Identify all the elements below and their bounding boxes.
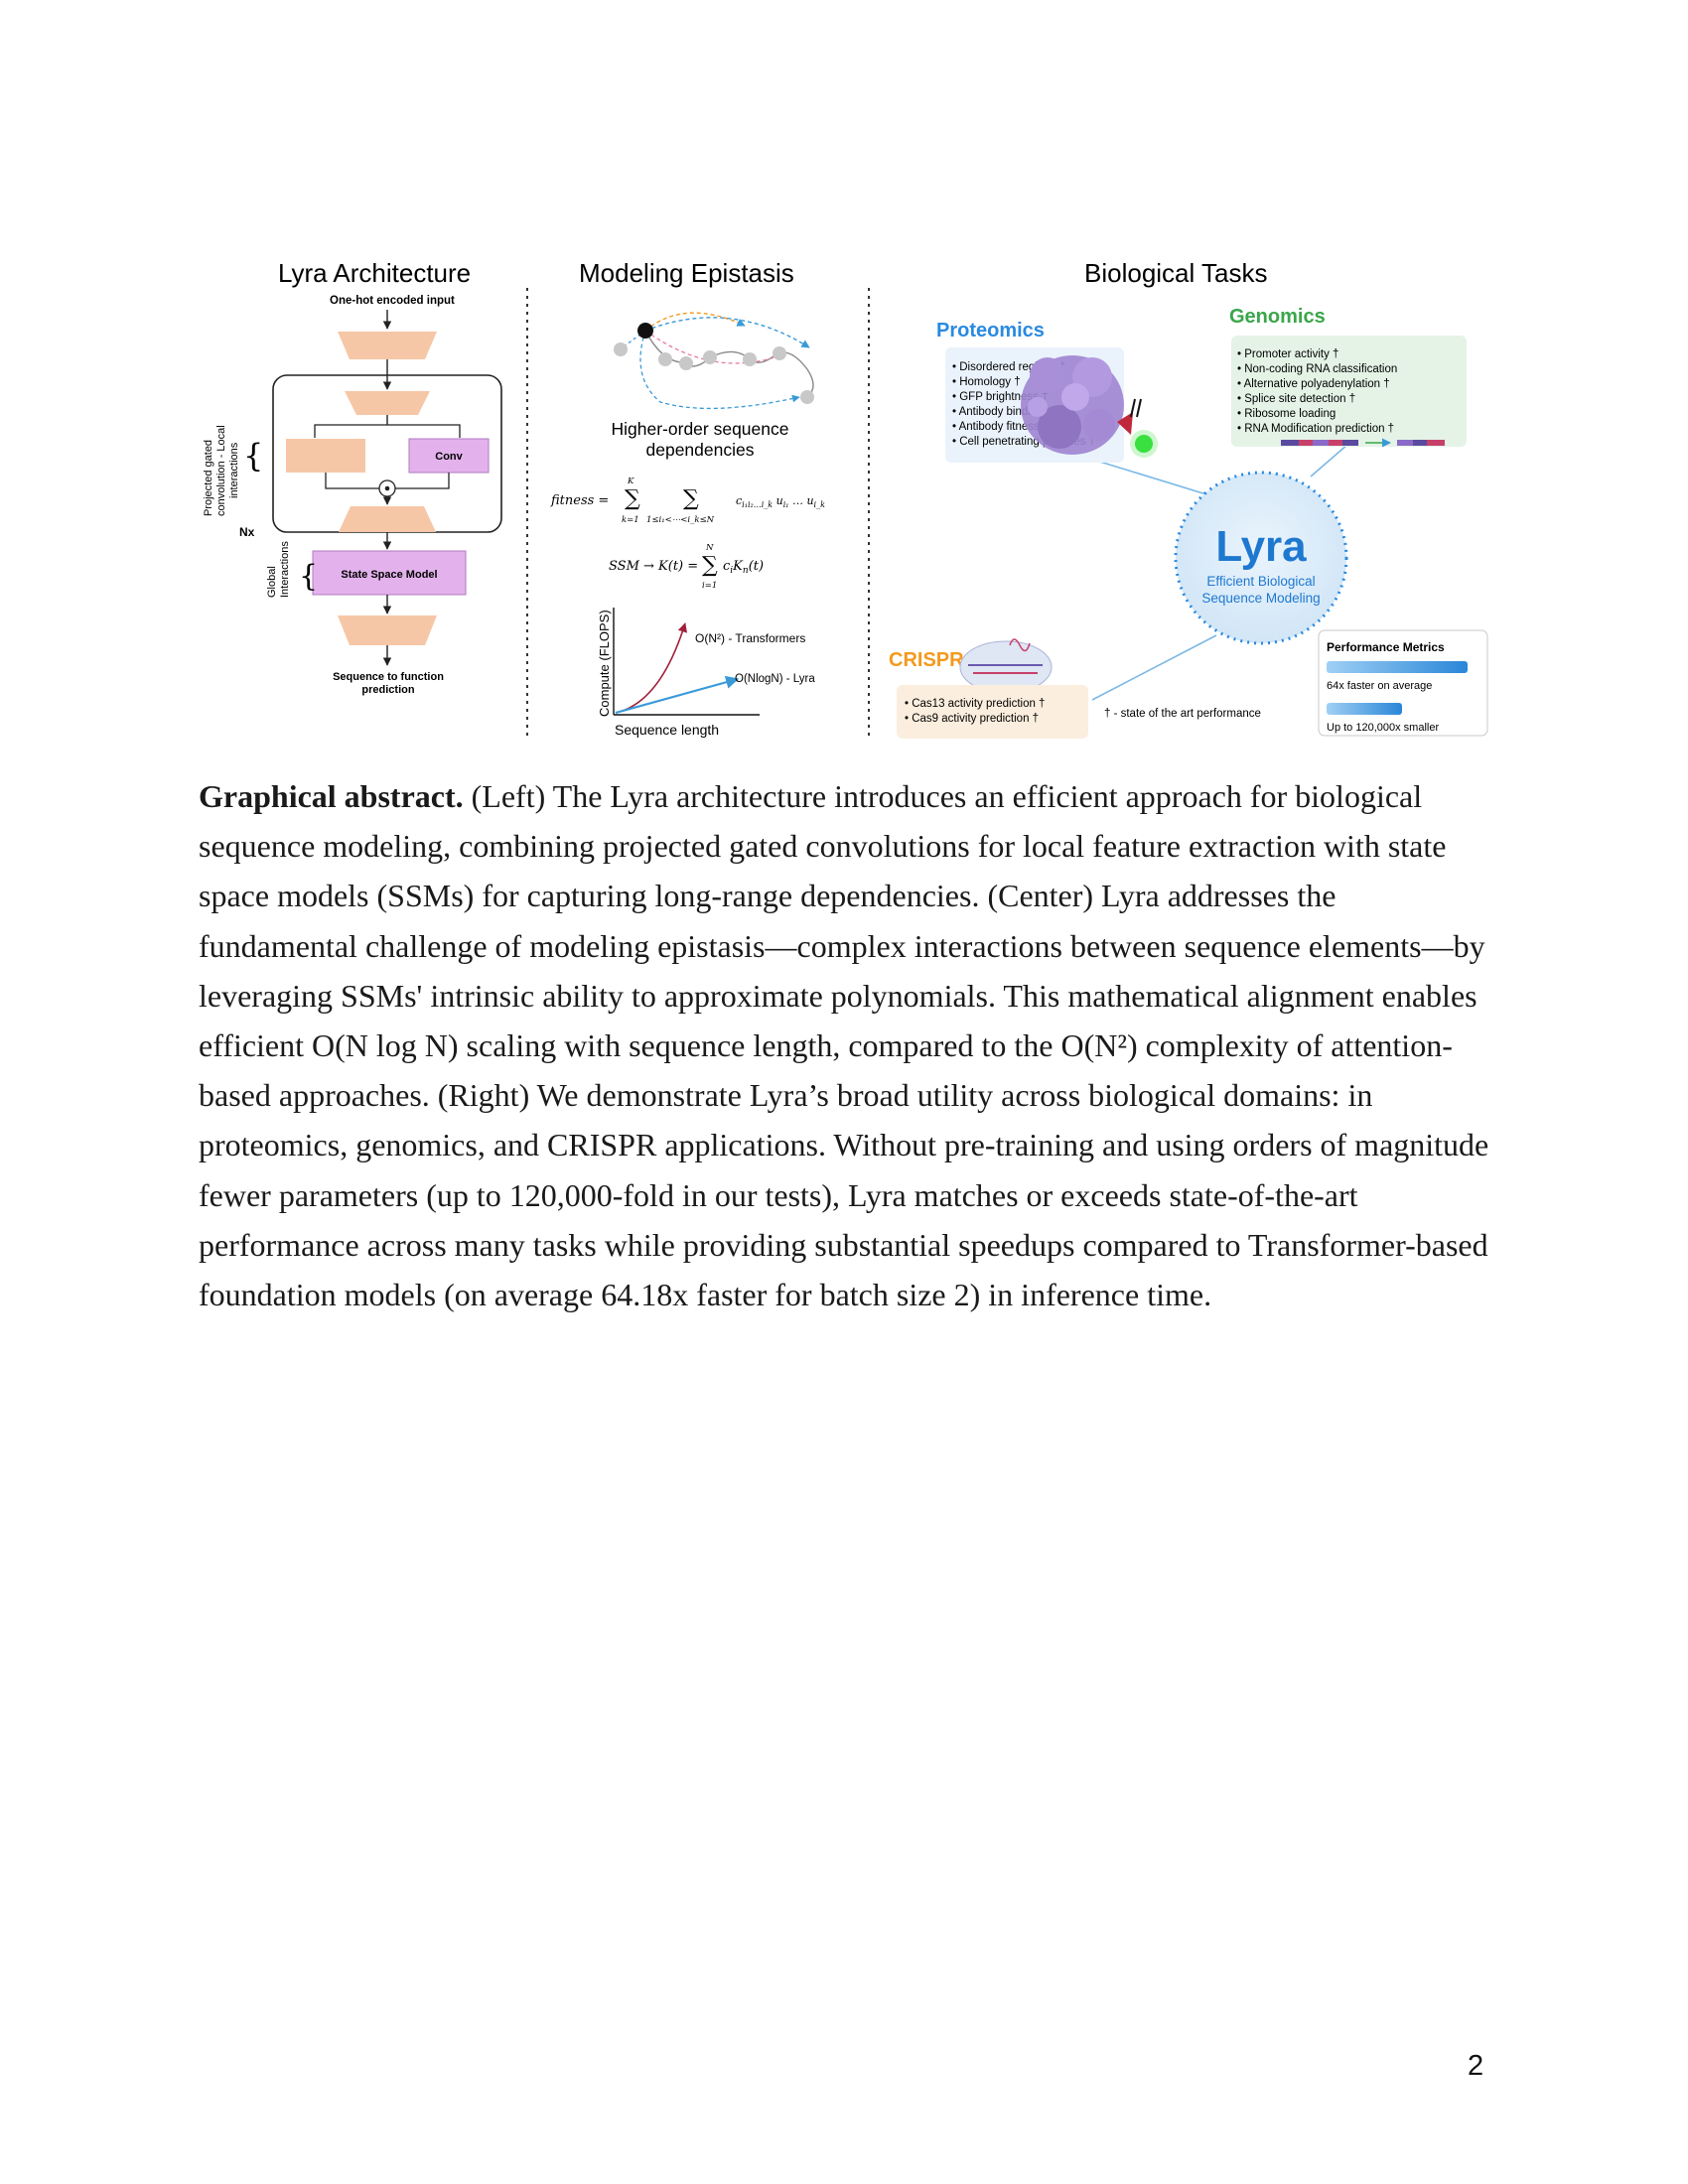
pgc-brace: {: [243, 437, 263, 475]
projection-block: [345, 391, 430, 415]
tasks-panel: Biological Tasks Proteomics • Disordered…: [889, 258, 1488, 739]
genomics-box: [1231, 336, 1467, 447]
crispr-box: [897, 685, 1088, 739]
complexity-plot: O(N²) - Transformers O(NlogN) - Lyra Seq…: [597, 608, 815, 738]
head-block: [338, 615, 437, 645]
global-brace: {: [299, 559, 318, 594]
hos-label-line2: dependencies: [646, 440, 755, 460]
architecture-panel: Lyra Architecture One-hot encoded input …: [203, 258, 502, 696]
output-label-line2: prediction: [361, 684, 414, 696]
size-metric-label: Up to 120,000x smaller: [1327, 722, 1439, 734]
pgc-side-label: Projected gated convolution - Local inte…: [203, 425, 240, 516]
svg-text:K: K: [627, 477, 634, 486]
lyra-curve-label: O(NlogN) - Lyra: [735, 673, 815, 685]
conv-block: [408, 438, 490, 474]
crispr-complex-image: [959, 638, 1053, 694]
proteomics-heading: Proteomics: [936, 320, 1045, 341]
sequence-graph: [614, 312, 814, 410]
lyra-subtitle-line2: Sequence Modeling: [1201, 591, 1320, 606]
genomics-list: • Promoter activity † • Non-coding RNA c…: [1237, 348, 1400, 435]
fitness-equation: fitness = ∑ K k=1 ∑ 1≤i₁<⋯<i_k≤N ci₁i₂…i…: [550, 477, 825, 525]
svg-text:convolution - Local: convolution - Local: [215, 425, 227, 516]
svg-text:ci₁i₂…i_k ui₁ … ui_k: ci₁i₂…i_k ui₁ … ui_k: [736, 494, 825, 509]
output-projection-block: [339, 506, 436, 532]
rna-sequence-image: [1281, 438, 1445, 448]
input-projection-block: [338, 332, 437, 359]
svg-text:Interactions: Interactions: [279, 541, 291, 598]
svg-text:∑: ∑: [702, 553, 718, 578]
graphical-abstract-svg: Lyra Architecture One-hot encoded input …: [203, 258, 1488, 740]
hos-label-line1: Higher-order sequence: [612, 419, 789, 439]
crispr-list: • Cas13 activity prediction † • Cas9 act…: [905, 698, 1049, 725]
global-side-label: Global Interactions: [266, 541, 291, 598]
tasks-title: Biological Tasks: [1084, 258, 1268, 288]
ssm-block: [312, 550, 467, 596]
figure-caption: Graphical abstract. (Left) The Lyra arch…: [199, 771, 1499, 1319]
svg-text:SSM → K(t) =: SSM → K(t) =: [609, 559, 698, 574]
conv-label: Conv: [435, 451, 463, 463]
speed-metric-label: 64x faster on average: [1327, 680, 1432, 692]
lyra-curve: [615, 675, 740, 715]
transformer-curve: [615, 622, 688, 714]
svg-text:interactions: interactions: [228, 442, 240, 498]
svg-text:fitness =: fitness =: [550, 493, 609, 508]
output-label-line1: Sequence to function: [333, 671, 444, 683]
gate-branch-block: [286, 439, 365, 473]
ssm-label: State Space Model: [341, 569, 437, 581]
lyra-name: Lyra: [1215, 522, 1307, 571]
epistasis-title: Modeling Epistasis: [579, 258, 794, 288]
svg-text:Global: Global: [266, 566, 278, 598]
epistasis-panel: Modeling Epistasis Higher-order sequence…: [550, 258, 825, 738]
plot-x-label: Sequence length: [615, 722, 719, 738]
svg-text:Projected gated: Projected gated: [203, 440, 214, 516]
svg-text:N: N: [705, 543, 714, 553]
architecture-title: Lyra Architecture: [278, 258, 471, 288]
svg-text:ciKn(t): ciKn(t): [723, 559, 764, 576]
svg-text:∑: ∑: [683, 486, 699, 511]
transformer-curve-label: O(N²) - Transformers: [695, 631, 805, 645]
size-bar: [1327, 703, 1402, 715]
svg-text:i=1: i=1: [702, 581, 717, 591]
svg-text:k=1: k=1: [622, 515, 639, 525]
svg-text:1≤i₁<⋯<i_k≤N: 1≤i₁<⋯<i_k≤N: [646, 515, 715, 525]
ssm-equation: SSM → K(t) = ∑ N i=1 ciKn(t): [609, 543, 764, 591]
protein-structure-image: [1021, 355, 1158, 458]
caption-body: (Left) The Lyra architecture introduces …: [199, 778, 1489, 1313]
crispr-heading: CRISPR: [889, 649, 964, 671]
plot-y-label: Compute (FLOPS): [597, 610, 612, 717]
lyra-center-circle: [1174, 471, 1348, 645]
performance-metrics-heading: Performance Metrics: [1327, 640, 1445, 654]
lyra-subtitle-line1: Efficient Biological: [1206, 574, 1315, 589]
graphical-abstract-figure: Lyra Architecture One-hot encoded input …: [194, 248, 1504, 754]
input-label: One-hot encoded input: [330, 295, 455, 307]
focal-residue-node: [637, 323, 653, 339]
svg-text:∑: ∑: [625, 486, 640, 511]
caption-lead: Graphical abstract.: [199, 778, 464, 814]
speed-bar: [1327, 661, 1468, 673]
genomics-heading: Genomics: [1229, 306, 1326, 328]
nx-label: Nx: [239, 525, 255, 539]
page-number: 2: [1468, 2050, 1484, 2082]
sota-note: † - state of the art performance: [1104, 708, 1261, 720]
